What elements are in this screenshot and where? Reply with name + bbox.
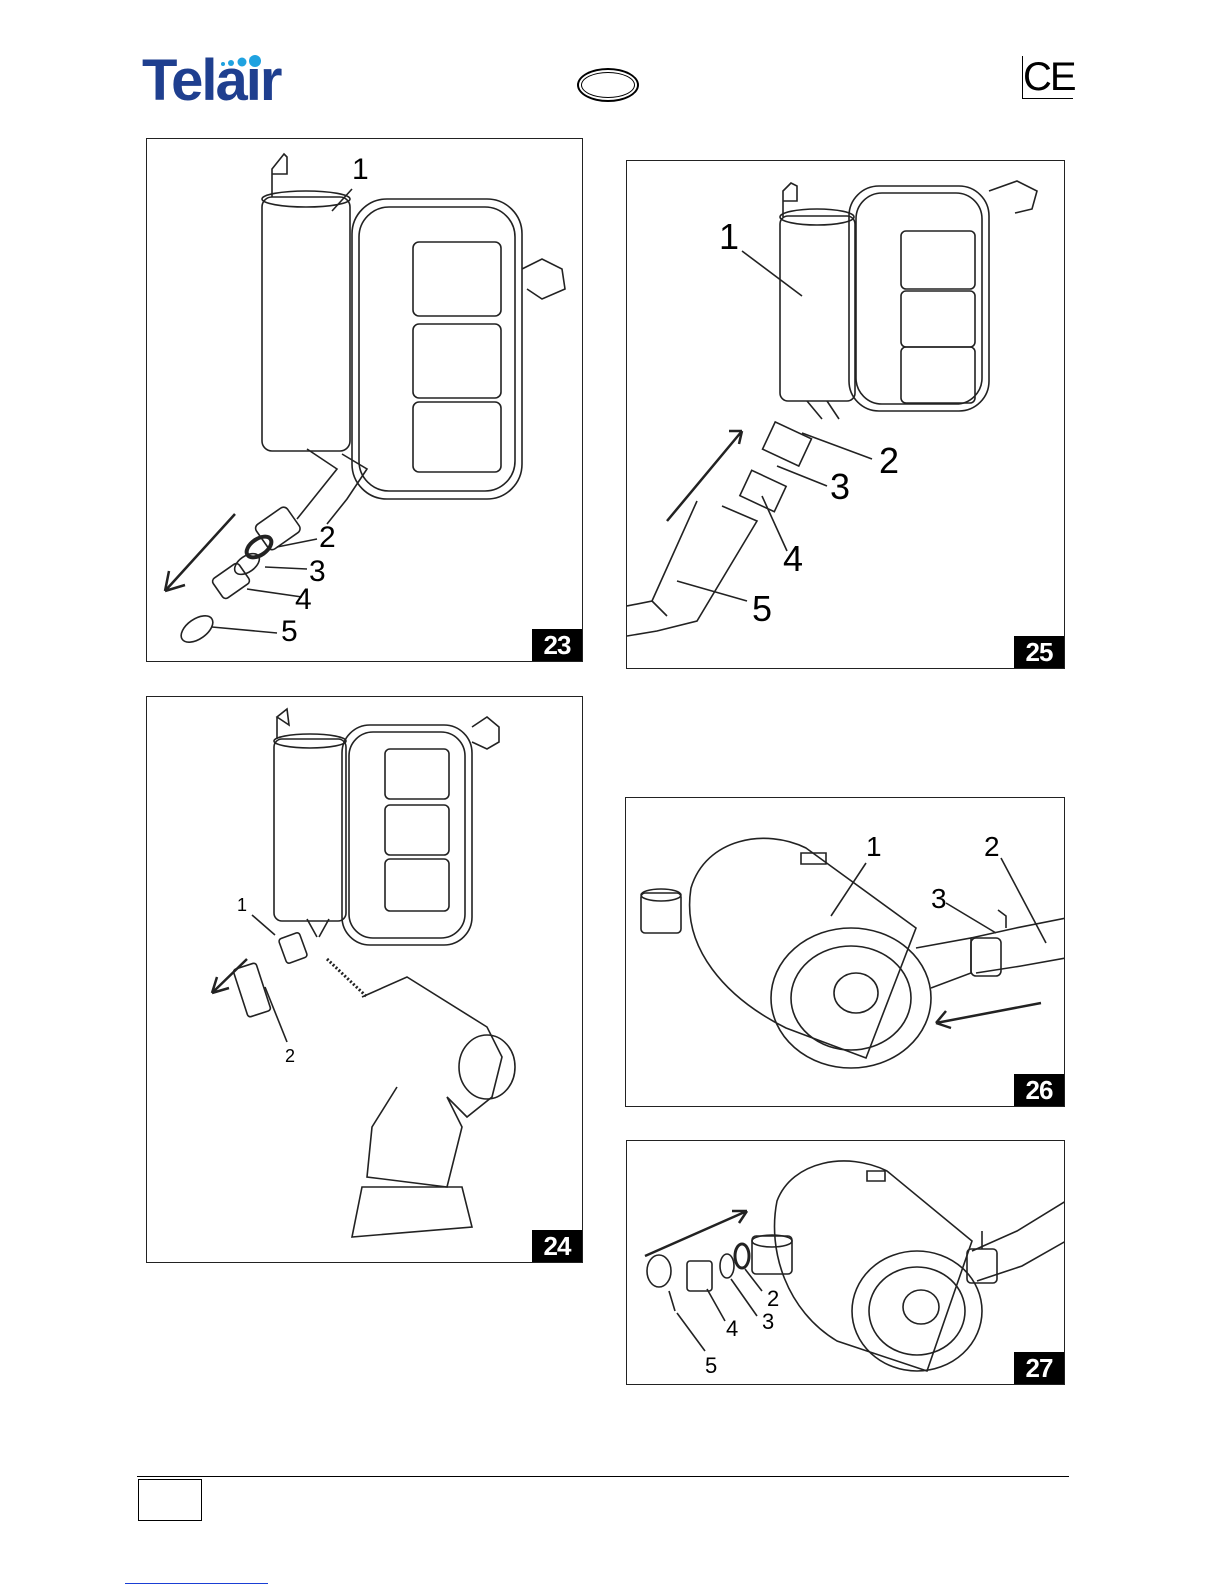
- bottom-link-underline[interactable]: [125, 1583, 268, 1584]
- fig25-label-5: 5: [752, 588, 772, 629]
- fig26-label-2: 2: [984, 831, 1000, 862]
- figure-27: 2 3 4 5 27: [626, 1140, 1065, 1385]
- fig23-label-1: 1: [352, 153, 369, 186]
- figure-number: 24: [532, 1230, 582, 1262]
- fig27-label-5: 5: [705, 1353, 717, 1378]
- fig25-label-4: 4: [783, 538, 803, 579]
- fig27-label-3: 3: [762, 1309, 774, 1334]
- figure-25: 1 2 3 4 5 25: [626, 160, 1065, 669]
- figure-number: 25: [1014, 636, 1064, 668]
- figure-23-drawing: 1 2 3 4 5: [147, 139, 583, 662]
- fig24-label-1: 1: [237, 895, 247, 915]
- fig25-label-3: 3: [830, 466, 850, 507]
- figure-23: 1 2 3 4 5 23: [146, 138, 583, 662]
- figure-24-drawing: 1 2: [147, 697, 583, 1263]
- fig26-label-3: 3: [931, 883, 947, 914]
- fig23-label-5: 5: [281, 615, 298, 648]
- fig25-label-1: 1: [719, 216, 739, 257]
- figure-number: 26: [1014, 1074, 1064, 1106]
- figure-27-drawing: 2 3 4 5: [627, 1141, 1065, 1385]
- figure-26: 1 2 3 26: [625, 797, 1065, 1107]
- fig26-label-1: 1: [866, 831, 882, 862]
- fig23-label-4: 4: [295, 583, 312, 616]
- footer-divider: [137, 1476, 1069, 1477]
- fig25-label-2: 2: [879, 440, 899, 481]
- ce-mark: CE: [1022, 56, 1073, 99]
- brand-dots-icon: [218, 52, 268, 72]
- figure-26-drawing: 1 2 3: [626, 798, 1065, 1107]
- fig24-label-2: 2: [285, 1046, 295, 1066]
- fig27-label-2: 2: [767, 1286, 779, 1311]
- page-number-box: [138, 1479, 202, 1521]
- fig23-label-2: 2: [319, 521, 336, 554]
- figure-number: 27: [1014, 1352, 1064, 1384]
- figure-25-drawing: 1 2 3 4 5: [627, 161, 1065, 669]
- language-oval: [577, 68, 639, 102]
- figure-number: 23: [532, 629, 582, 661]
- fig27-label-4: 4: [726, 1316, 738, 1341]
- figure-24: 1 2 24: [146, 696, 583, 1263]
